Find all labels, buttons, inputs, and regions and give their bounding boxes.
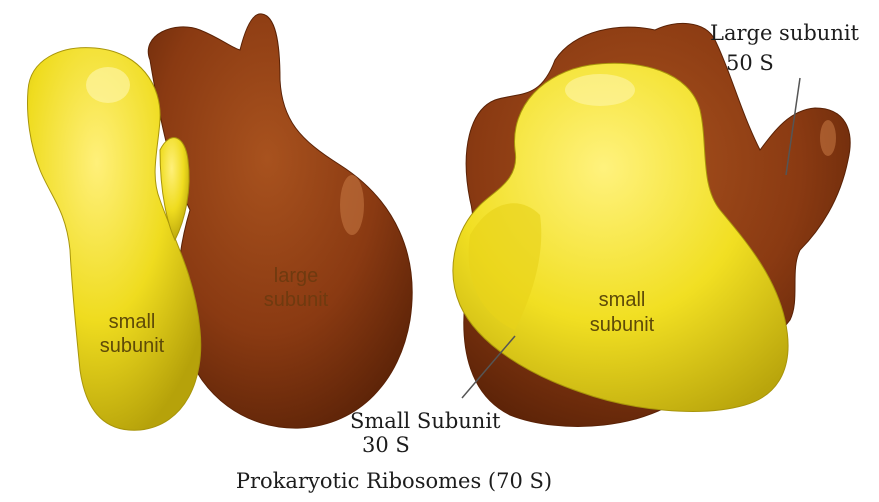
left-small-highlight (86, 67, 130, 103)
large-subunit-callout-value: 50 S (726, 51, 774, 75)
left-small-label-line1: small (109, 311, 156, 333)
right-large-highlight (820, 120, 836, 156)
right-small-highlight (565, 74, 635, 106)
small-subunit-callout-name: Small Subunit (350, 409, 501, 433)
large-subunit-callout-name: Large subunit (710, 21, 860, 45)
left-large-label-line2: subunit (264, 289, 329, 311)
left-large-highlight (340, 175, 364, 235)
left-ribosome-view: large subunit small subunit (28, 14, 413, 430)
diagram-caption: Prokaryotic Ribosomes (70 S) (236, 469, 552, 493)
right-small-label-line1: small (599, 289, 646, 311)
left-large-label-line1: large (274, 265, 318, 287)
right-ribosome-view: small subunit Large subunit 50 S Small S… (350, 21, 860, 457)
left-small-label-line2: subunit (100, 335, 165, 357)
small-subunit-callout-value: 30 S (362, 433, 410, 457)
right-small-label-line2: subunit (590, 314, 655, 336)
